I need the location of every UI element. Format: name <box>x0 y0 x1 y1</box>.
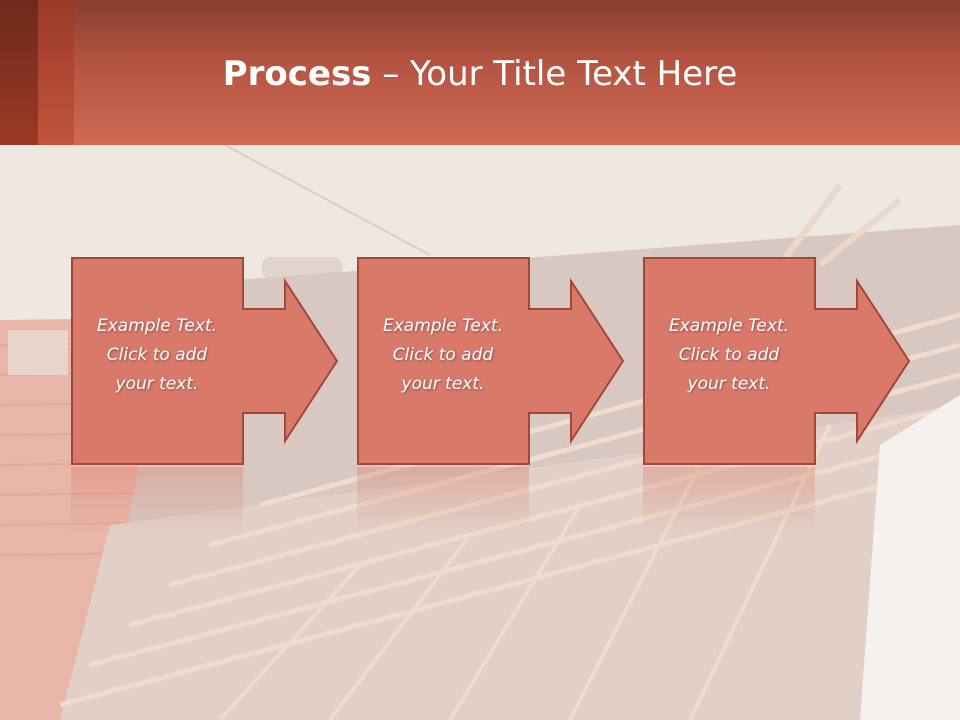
title-bold: Process <box>222 54 372 94</box>
header-band: Process – Your Title Text Here <box>0 0 960 145</box>
process-step-2[interactable]: Example Text. Click to add your text. <box>357 257 625 465</box>
step-reflection <box>643 467 815 537</box>
step-text-line: Click to add <box>106 345 208 365</box>
step-text-line: your text. <box>115 374 199 394</box>
process-step-3[interactable]: Example Text. Click to add your text. <box>643 257 911 465</box>
step-text-line: Example Text. <box>668 316 790 336</box>
step-text-line: Click to add <box>392 345 494 365</box>
step-text-line: your text. <box>687 374 771 394</box>
step-arrow-shape <box>357 257 625 465</box>
step-text: Example Text. Click to add your text. <box>643 312 815 399</box>
step-arrow-shape <box>643 257 911 465</box>
step-arrow-shape <box>71 257 339 465</box>
slide-title[interactable]: Process – Your Title Text Here <box>0 52 960 96</box>
header-accent-stripe <box>38 0 74 145</box>
step-text-line: your text. <box>401 374 485 394</box>
step-text: Example Text. Click to add your text. <box>71 312 243 399</box>
process-step-1[interactable]: Example Text. Click to add your text. <box>71 257 339 465</box>
step-text-line: Click to add <box>678 345 780 365</box>
step-text-line: Example Text. <box>382 316 504 336</box>
step-text: Example Text. Click to add your text. <box>357 312 529 399</box>
step-reflection <box>71 467 243 537</box>
step-reflection <box>357 467 529 537</box>
header-accent-stripe <box>0 0 38 145</box>
title-rest: – Your Title Text Here <box>371 54 738 94</box>
step-text-line: Example Text. <box>96 316 218 336</box>
